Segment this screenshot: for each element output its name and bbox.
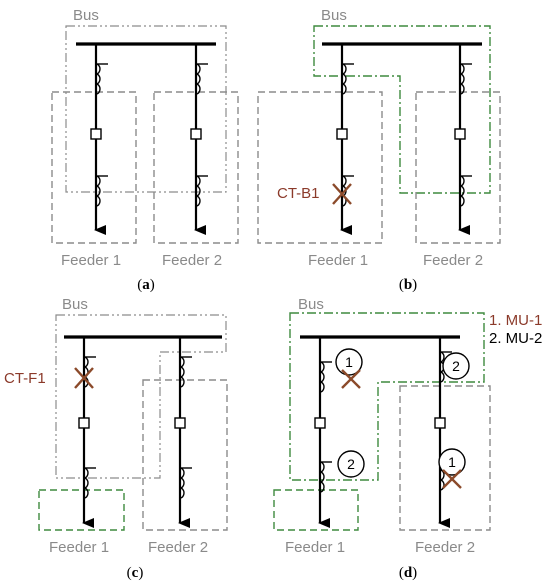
fault-x-icon — [442, 469, 462, 489]
svg-text:1: 1 — [345, 354, 353, 370]
feeder2-label: Feeder 2 — [162, 252, 222, 269]
breaker — [314, 417, 326, 429]
legend-mu1: 1. MU-1 — [489, 312, 542, 329]
panel-b: Bus CT-B1 Feeder 1 Feeder 2 (b) — [257, 7, 501, 293]
mu2-marker: 2 — [442, 352, 470, 380]
feeder1-zone — [257, 91, 383, 244]
legend-mu2: 2. MU-2 — [489, 330, 542, 347]
fault-x-icon — [341, 369, 361, 389]
feeder1-label: Feeder 1 — [49, 539, 109, 556]
bus-label: Bus — [62, 296, 88, 313]
bus-zone — [55, 314, 227, 479]
feeder2-zone — [415, 91, 501, 244]
panel-d: Bus 1 — [273, 296, 542, 581]
svg-text:2: 2 — [347, 456, 355, 472]
feeder2-line — [190, 44, 208, 235]
feeder1-line — [314, 337, 332, 528]
svg-text:2: 2 — [452, 358, 460, 374]
fault-label: CT-B1 — [277, 185, 320, 202]
feeder1-line — [78, 337, 96, 528]
feeder1-label: Feeder 1 — [308, 252, 368, 269]
mu1-marker: 1 — [438, 448, 466, 476]
bus-zone — [313, 25, 491, 194]
bus-label: Bus — [73, 7, 99, 24]
breaker — [174, 417, 186, 429]
feeder1-label: Feeder 1 — [61, 252, 121, 269]
breaker — [336, 128, 348, 140]
mu2-marker: 2 — [337, 450, 365, 478]
bus-label: Bus — [298, 296, 324, 313]
feeder2-label: Feeder 2 — [423, 252, 483, 269]
feeder2-zone — [399, 385, 491, 531]
feeder1-line — [90, 44, 108, 235]
panel-caption: (c) — [127, 565, 144, 581]
panel-caption: (b) — [399, 277, 417, 293]
feeder1-zone — [273, 489, 359, 531]
breaker — [434, 417, 446, 429]
bus-label: Bus — [321, 7, 347, 24]
bus-zone — [289, 312, 485, 481]
feeder2-line — [174, 337, 192, 528]
feeder1-label: Feeder 1 — [285, 539, 345, 556]
breaker — [90, 128, 102, 140]
feeder1-line — [336, 44, 354, 235]
fault-x-icon — [74, 367, 94, 389]
feeder2-zone — [142, 379, 228, 531]
svg-text:1: 1 — [448, 454, 456, 470]
panel-a: Bus Feeder 1 Feeder 2 (a) — [51, 7, 239, 293]
breaker — [454, 128, 466, 140]
panel-caption: (d) — [399, 565, 417, 581]
breaker — [190, 128, 202, 140]
feeder2-label: Feeder 2 — [415, 539, 475, 556]
panel-c: Bus CT-F1 Feeder 1 Feeder 2 (c) — [4, 296, 228, 581]
feeder1-zone — [51, 91, 137, 244]
bus-zone — [65, 25, 227, 193]
fault-label: CT-F1 — [4, 370, 46, 387]
feeder1-zone — [38, 489, 125, 531]
feeder2-zone — [153, 91, 239, 244]
panel-caption: (a) — [137, 277, 155, 293]
mu1-marker: 1 — [335, 348, 363, 376]
fault-x-icon — [332, 183, 352, 205]
feeder2-line — [454, 44, 472, 235]
breaker — [78, 417, 90, 429]
feeder2-label: Feeder 2 — [148, 539, 208, 556]
